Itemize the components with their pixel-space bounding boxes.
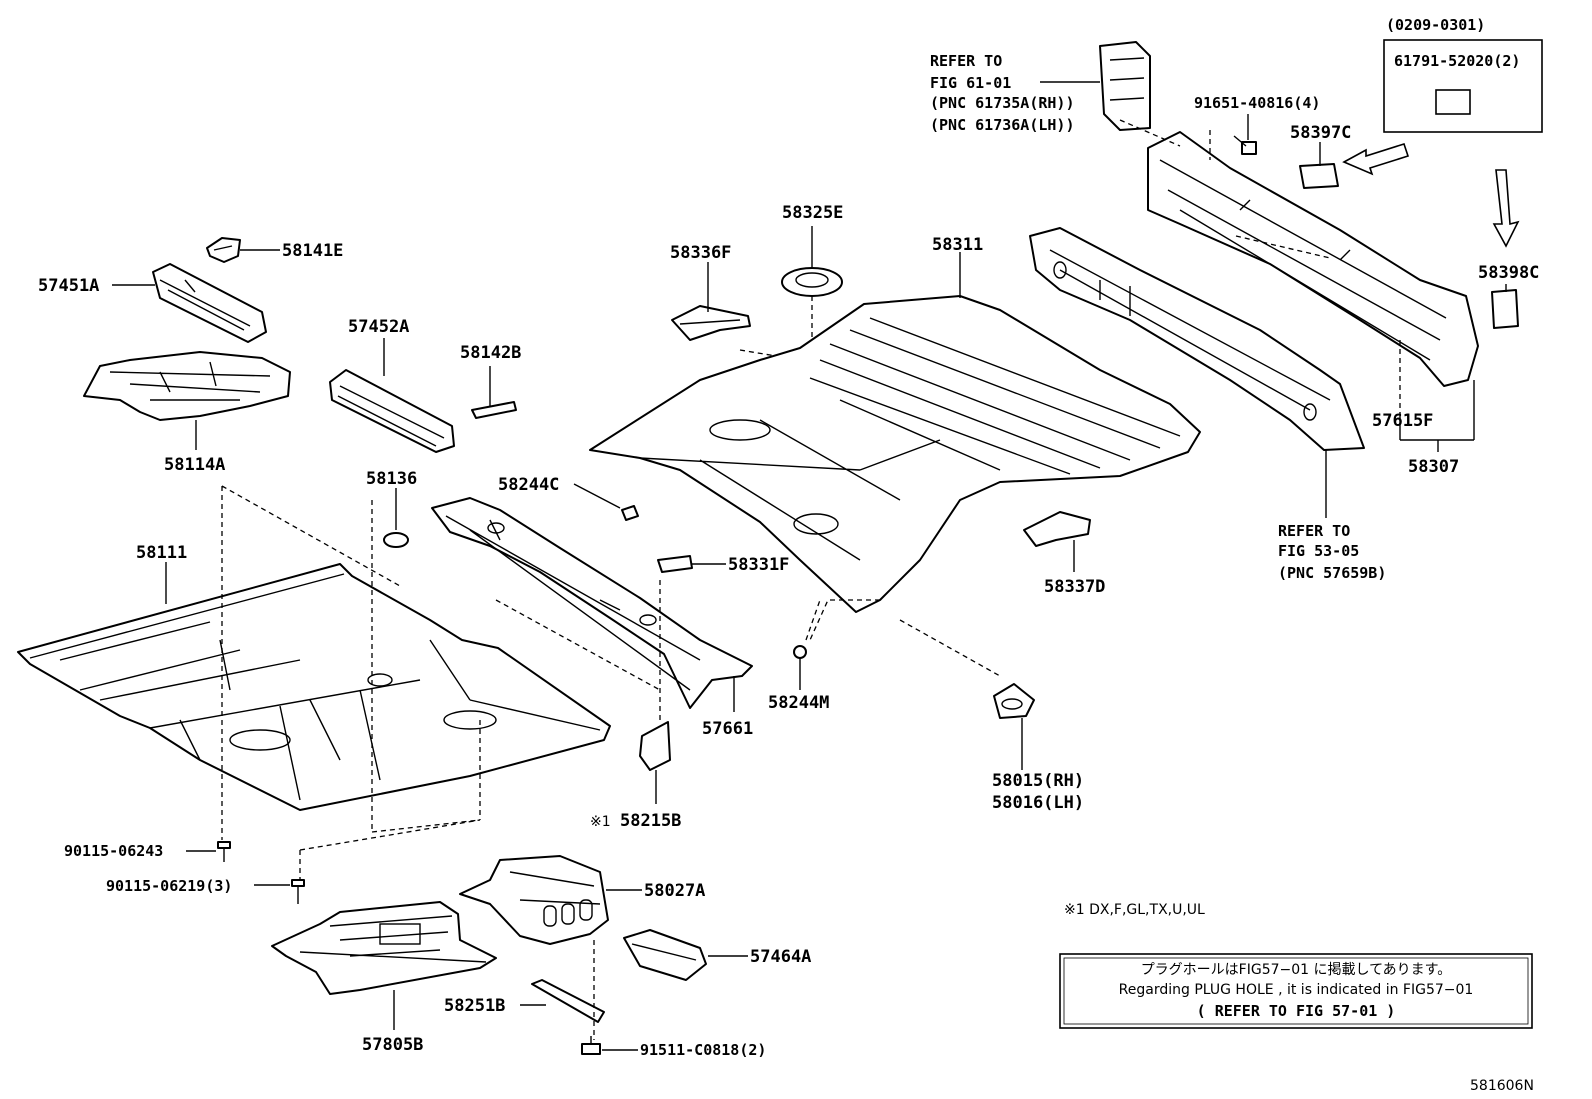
- refer-fig53-line2: FIG 53-05: [1278, 542, 1359, 560]
- label-58397c: 58397C: [1290, 123, 1351, 143]
- refer-fig61-line2: FIG 61-01: [930, 74, 1011, 92]
- part-58331f-drawing: [657, 555, 693, 573]
- label-91651-40816: 91651-40816(4): [1194, 94, 1320, 112]
- part-57452a-drawing: [329, 369, 455, 453]
- label-90115-06243: 90115-06243: [64, 842, 163, 860]
- part-58311-drawing: [589, 295, 1201, 613]
- label-57615f: 57615F: [1372, 411, 1433, 431]
- label-57452a: 57452A: [348, 317, 409, 337]
- kit-box-frame: [1383, 39, 1543, 133]
- bolt-90115-06219-drawing: [291, 879, 305, 904]
- part-58111-drawing: [17, 563, 611, 811]
- part-58141e-drawing: [206, 237, 241, 263]
- label-58111: 58111: [136, 543, 187, 563]
- label-58244c: 58244C: [498, 475, 559, 495]
- refer-fig53-line3: (PNC 57659B): [1278, 564, 1386, 582]
- view-arrow-down: [1492, 169, 1520, 248]
- part-58027a-drawing: [459, 855, 609, 945]
- plug-hole-note-box: [1059, 953, 1533, 1029]
- refer-fig61-line4: (PNC 61736A(LH)): [930, 116, 1075, 134]
- part-58337d-drawing: [1023, 511, 1091, 547]
- label-58027a: 58027A: [644, 881, 705, 901]
- part-58336f-drawing: [671, 305, 751, 341]
- part-58015-58016-drawing: [993, 683, 1035, 719]
- part-57451a-drawing: [152, 263, 267, 343]
- refer-fig61-line1: REFER TO: [930, 52, 1002, 70]
- part-57661-drawing: [431, 497, 753, 709]
- refer-fig53-line1: REFER TO: [1278, 522, 1350, 540]
- plug-hole-note-inner: [1063, 957, 1529, 1025]
- plug-hole-note-en: Regarding PLUG HOLE , it is indicated in…: [1119, 982, 1474, 998]
- kit-part-number: 61791-52020(2): [1394, 52, 1520, 70]
- kit-seal-icon: [1435, 89, 1471, 115]
- part-58251b-drawing: [531, 979, 605, 1023]
- crossmember-fig53-drawing: [1029, 227, 1365, 451]
- label-58311: 58311: [932, 235, 983, 255]
- bolt-91651-40816-drawing: [1233, 135, 1257, 155]
- refer-fig61-line3: (PNC 61735A(RH)): [930, 94, 1075, 112]
- label-57661: 57661: [702, 719, 753, 739]
- bolt-90115-06243-drawing: [217, 841, 231, 862]
- part-58114a-drawing: [83, 351, 291, 421]
- plug-hole-note-ref: ( REFER TO FIG 57-01 ): [1197, 1002, 1396, 1020]
- part-58398c-drawing: [1491, 289, 1519, 329]
- label-58251b: 58251B: [444, 996, 505, 1016]
- label-58142b: 58142B: [460, 343, 521, 363]
- footnote-applicability: ※1 DX,F,GL,TX,U,UL: [1064, 902, 1205, 918]
- label-58307: 58307: [1408, 457, 1459, 477]
- label-57464a: 57464A: [750, 947, 811, 967]
- plug-hole-note-jp: プラグホールはFIG57−01 に掲載してあります。: [1141, 962, 1452, 978]
- label-57451a: 57451A: [38, 276, 99, 296]
- label-58337d: 58337D: [1044, 577, 1105, 597]
- part-58136-drawing: [383, 532, 409, 548]
- bolt-91511-c0818-drawing: [581, 1036, 601, 1055]
- label-58336f: 58336F: [670, 243, 731, 263]
- part-58244m-drawing: [793, 645, 807, 659]
- label-58016-lh: 58016(LH): [992, 793, 1084, 813]
- part-58325e-drawing: [781, 267, 843, 297]
- label-58136: 58136: [366, 469, 417, 489]
- part-57464a-drawing: [623, 929, 707, 981]
- label-58325e: 58325E: [782, 203, 843, 223]
- kit-date-range: (0209-0301): [1386, 16, 1485, 34]
- label-90115-06219: 90115-06219(3): [106, 877, 232, 895]
- pillar-fig61-drawing: [1099, 41, 1151, 131]
- label-58114a: 58114A: [164, 455, 225, 475]
- label-58244m: 58244M: [768, 693, 829, 713]
- part-57805b-drawing: [271, 901, 497, 995]
- part-58397c-drawing: [1299, 163, 1339, 189]
- label-58015-rh: 58015(RH): [992, 771, 1084, 791]
- drawing-code: 581606N: [1470, 1078, 1534, 1094]
- part-58244c-drawing: [621, 505, 639, 521]
- part-58307-drawing: [1147, 131, 1479, 387]
- label-58398c: 58398C: [1478, 263, 1539, 283]
- label-58331f: 58331F: [728, 555, 789, 575]
- label-57805b: 57805B: [362, 1035, 423, 1055]
- label-58215b-marker: ※1: [590, 814, 611, 830]
- label-58215b: 58215B: [620, 811, 681, 831]
- label-58141e: 58141E: [282, 241, 343, 261]
- part-58142b-drawing: [471, 401, 517, 419]
- label-91511-c0818: 91511-C0818(2): [640, 1041, 766, 1059]
- part-58215b-drawing: [639, 721, 671, 771]
- view-arrow-left: [1342, 143, 1410, 176]
